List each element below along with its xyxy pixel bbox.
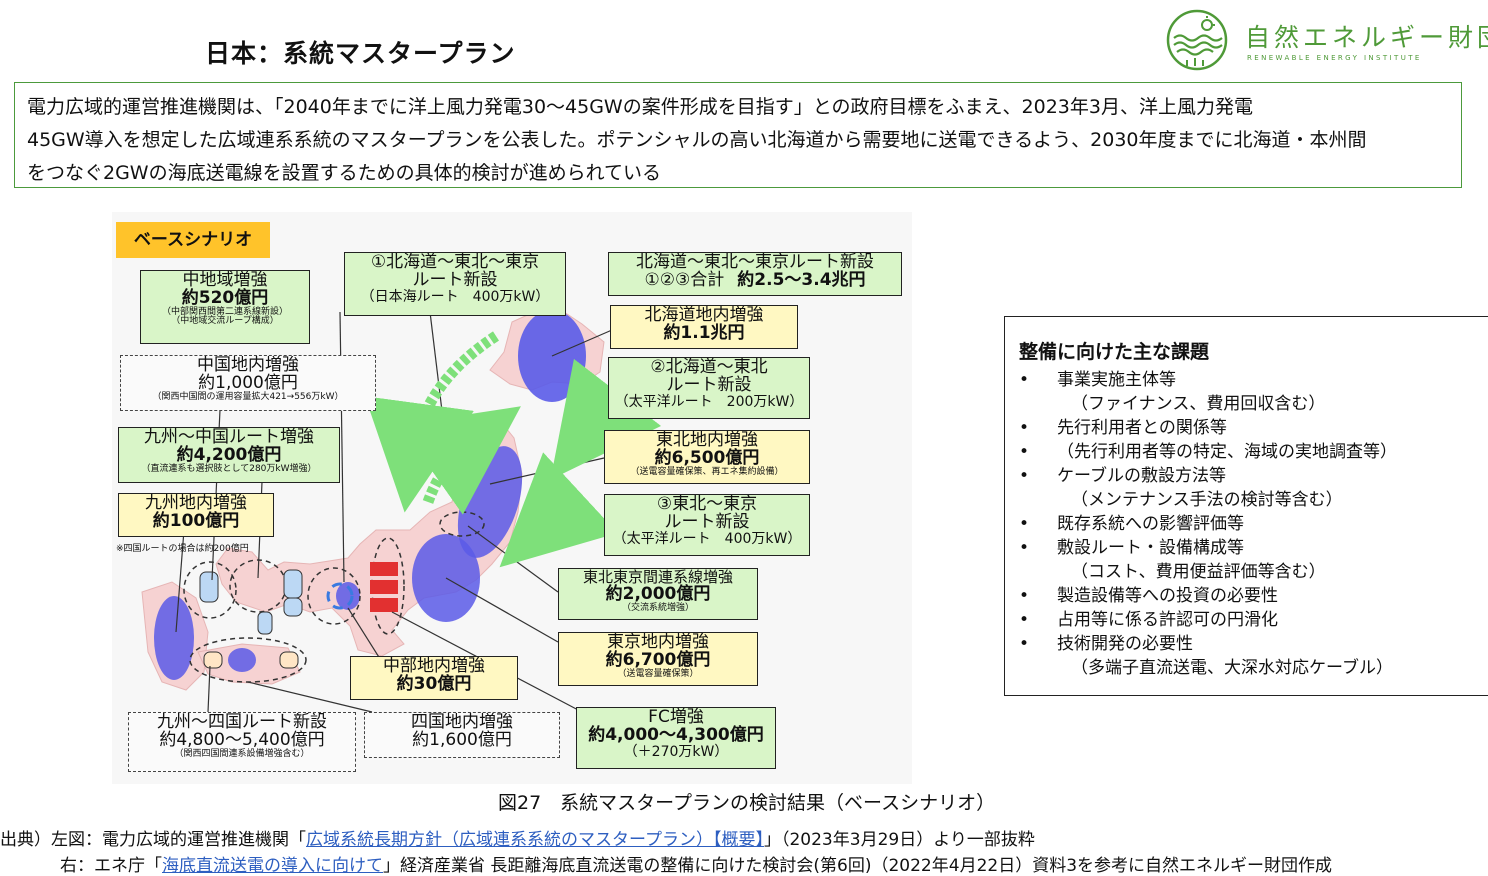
region-shikoku <box>228 648 256 672</box>
intro-box: 電力広域的運営推進機関は、「2040年までに洋上風力発電30～45GWの案件形成… <box>14 82 1462 188</box>
region-chubu <box>336 582 360 610</box>
issues-panel: 整備に向けた主な課題 •事業実施主体等 （ファイナンス、費用回収含む） •先行利用者… <box>1004 316 1488 696</box>
box-tohoku: 東北地内増強 約6,500億円 （送電容量確保策、再エネ集約設備） <box>604 430 810 484</box>
shikoku-route-note: ※四国ルートの場合は約200億円 <box>116 544 249 554</box>
issue-item: •敷設ルート・設備構成等 <box>1019 538 1244 558</box>
issue-item: •占用等に係る許認可の円滑化 <box>1019 610 1278 630</box>
source-line-1: 出典）左図：電力広域的運営推進機関「広域系統長期方針（広域連系系統のマスタープラ… <box>0 830 1035 850</box>
issue-item: •製造設備等への投資の必要性 <box>1019 586 1278 606</box>
box-route1: ①北海道～東北～東京 ルート新設 （日本海ルート 400万kW） <box>344 252 566 316</box>
box-kyushu-shikoku: 九州～四国ルート新設 約4,800～5,400億円 （関西四国間連系設備増強含む… <box>128 712 356 772</box>
intro-line: 電力広域的運営推進機関は、「2040年までに洋上風力発電30～45GWの案件形成… <box>27 96 1253 118</box>
issue-item: •先行利用者との関係等 <box>1019 418 1227 438</box>
box-chugoku: 中国地内増強 約1,000億円 （関西中国間の運用容量拡大421→556万kW） <box>120 355 376 411</box>
issue-item: •既存系統への影響評価等 <box>1019 514 1244 534</box>
issue-item: •技術開発の必要性 <box>1019 634 1193 654</box>
source-link-1[interactable]: 広域系統長期方針（広域連系系統のマスタープラン）【概要】 <box>306 830 764 850</box>
issue-item: •（先行利用者等の特定、海域の実地調査等） <box>1019 442 1397 462</box>
issues-list: •事業実施主体等 （ファイナンス、費用回収含む） •先行利用者との関係等 •（先行利用… <box>1019 368 1488 680</box>
box-kyushu-chugoku: 九州～中国ルート増強 約4,200億円 （直流連系も選択肢として280万kW増強… <box>118 427 340 483</box>
logo-subtitle: RENEWABLE ENERGY INSTITUTE <box>1247 54 1422 62</box>
issue-item: （コスト、費用便益評価等含む） <box>1071 562 1326 582</box>
source-line-2: 右：エネ庁「海底直流送電の導入に向けて」経済産業省 長距離海底直流送電の整備に向… <box>60 856 1333 876</box>
logo-emblem-icon <box>1166 9 1228 71</box>
box-route3: ③東北～東京 ルート新設 （太平洋ルート 400万kW） <box>604 494 810 556</box>
intro-line: 45GW導入を想定した広域連系系統のマスタープランを公表した。ポテンシャルの高い… <box>27 129 1367 151</box>
box-total: 北海道～東北～東京ルート新設 ①②③合計 約2.5～3.4兆円 <box>608 252 902 296</box>
issue-item: •ケーブルの敷設方法等 <box>1019 466 1226 486</box>
issue-item: （ファイナンス、費用回収含む） <box>1071 394 1326 414</box>
page-title: 日本：系統マスタープラン <box>205 39 516 68</box>
box-tokyo: 東京地内増強 約6,700億円 （送電容量確保策） <box>558 632 758 686</box>
box-shikoku: 四国地内増強 約1,600億円 <box>364 712 560 758</box>
region-kyushu <box>154 596 194 680</box>
intro-line: をつなぐ2GWの海底送電線を設置するための具体的検討が進められている <box>27 162 662 184</box>
base-scenario-label: ベースシナリオ <box>116 222 270 258</box>
issue-item: （多端子直流送電、大深水対応ケーブル） <box>1071 658 1393 678</box>
issues-title: 整備に向けた主な課題 <box>1019 341 1210 363</box>
box-tohoku-tokyo: 東北東京間連系線増強 約2,000億円 （交流系統増強） <box>558 568 758 620</box>
japan-map-graphic <box>141 303 662 713</box>
logo: 自然エネルギー財団 RENEWABLE ENERGY INSTITUTE <box>1165 8 1488 72</box>
box-fc: FC増強 約4,000～4,300億円 （＋270万kW） <box>576 707 776 769</box>
figure-caption: 図27 系統マスタープランの検討結果（ベースシナリオ） <box>498 792 996 814</box>
issue-item: （メンテナンス手法の検討等含む） <box>1071 490 1343 510</box>
box-hokkaido: 北海道地内増強 約1.1兆円 <box>610 305 798 349</box>
box-route2: ②北海道～東北 ルート新設 （太平洋ルート 200万kW） <box>608 357 810 419</box>
box-chuchiiki: 中地域増強 約520億円 （中部関西間第二連系線新設） （中地域交流ループ構成） <box>140 270 310 344</box>
box-kyushu: 九州地内増強 約100億円 <box>118 493 274 537</box>
logo-name: 自然エネルギー財団 <box>1245 23 1488 52</box>
issue-item: •事業実施主体等 <box>1019 370 1176 390</box>
box-chubu: 中部地内増強 約30億円 <box>350 656 518 700</box>
source-link-2[interactable]: 海底直流送電の導入に向けて <box>162 856 383 876</box>
